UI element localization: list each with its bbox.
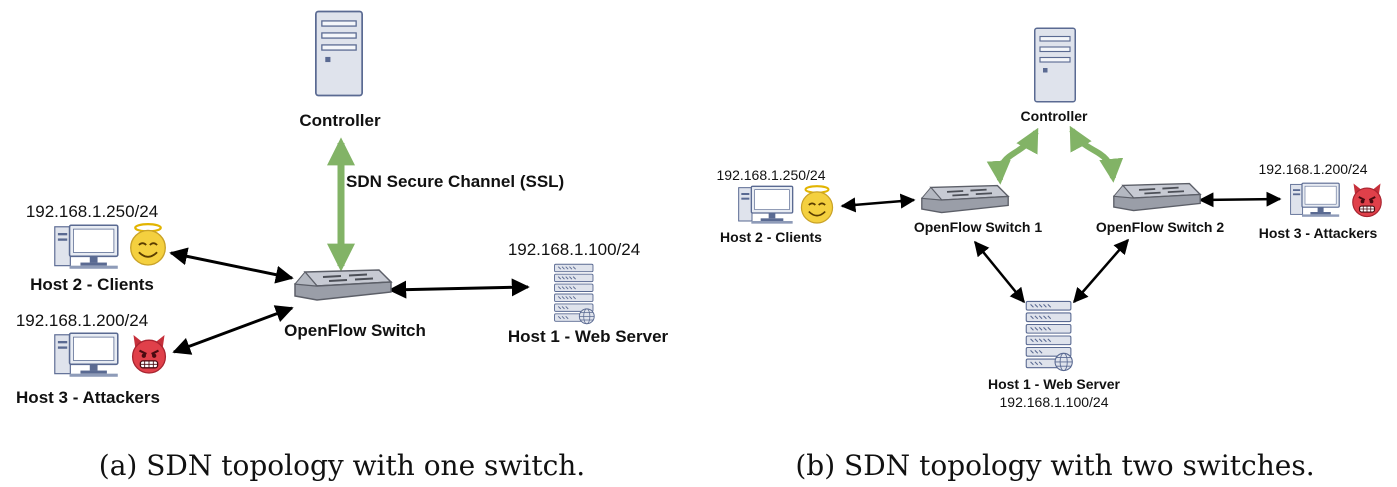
host2-pc-icon bbox=[54, 224, 119, 270]
host1-name-b: Host 1 - Web Server bbox=[988, 376, 1121, 392]
link-host2-switch1 bbox=[840, 193, 916, 213]
host3-name-b: Host 3 - Attackers bbox=[1259, 225, 1378, 241]
angel-icon-b bbox=[800, 185, 834, 225]
host1-name: Host 1 - Web Server bbox=[508, 327, 669, 346]
link-host2-switch bbox=[169, 247, 294, 284]
link-switch1-webserver bbox=[974, 240, 1025, 304]
link-switch2-host3 bbox=[1198, 191, 1282, 208]
devil-icon-b bbox=[1351, 182, 1383, 218]
link-switch-webserver bbox=[388, 278, 530, 299]
openflow-switch-icon bbox=[294, 269, 392, 301]
link-controller-switch1 bbox=[986, 127, 1039, 185]
host3-name: Host 3 - Attackers bbox=[16, 388, 160, 407]
openflow-switch1-icon bbox=[920, 184, 1010, 214]
webserver-rack-icon bbox=[553, 263, 595, 325]
host2-name-b: Host 2 - Clients bbox=[720, 229, 822, 245]
controller-server-icon bbox=[315, 10, 363, 97]
controller-label-b: Controller bbox=[1021, 108, 1088, 124]
channel-label: SDN Secure Channel (SSL) bbox=[346, 172, 564, 191]
link-controller-switch2 bbox=[1069, 125, 1124, 183]
host3-ip-b: 192.168.1.200/24 bbox=[1259, 161, 1368, 177]
switch1-label: OpenFlow Switch 1 bbox=[914, 219, 1043, 235]
panel-a: Controller SDN Secure Channel (SSL) Open… bbox=[16, 10, 669, 482]
panel-b: Controller OpenFlow Switch 1 OpenFlow Sw… bbox=[717, 27, 1383, 482]
host3-ip: 192.168.1.200/24 bbox=[16, 311, 148, 330]
host2-pc-icon-b bbox=[738, 185, 794, 225]
host2-name: Host 2 - Clients bbox=[30, 275, 154, 294]
host3-pc-icon bbox=[54, 332, 119, 378]
angel-icon bbox=[129, 222, 167, 267]
host2-ip-b: 192.168.1.250/24 bbox=[717, 167, 826, 183]
caption-b: (b) SDN topology with two switches. bbox=[795, 449, 1314, 482]
switch-label: OpenFlow Switch bbox=[284, 321, 426, 340]
link-host3-switch bbox=[172, 305, 294, 355]
openflow-switch2-icon bbox=[1112, 182, 1202, 212]
host1-ip-b: 192.168.1.100/24 bbox=[1000, 394, 1109, 410]
controller-server-icon-b bbox=[1034, 27, 1076, 103]
host3-pc-icon-b bbox=[1290, 182, 1340, 218]
host2-ip: 192.168.1.250/24 bbox=[26, 202, 158, 221]
controller-label: Controller bbox=[299, 111, 381, 130]
caption-a: (a) SDN topology with one switch. bbox=[99, 449, 585, 482]
switch2-label: OpenFlow Switch 2 bbox=[1096, 219, 1225, 235]
webserver-rack-icon-b bbox=[1025, 300, 1074, 372]
devil-icon bbox=[131, 333, 167, 375]
host1-ip: 192.168.1.100/24 bbox=[508, 240, 640, 259]
link-switch2-webserver bbox=[1073, 238, 1129, 304]
